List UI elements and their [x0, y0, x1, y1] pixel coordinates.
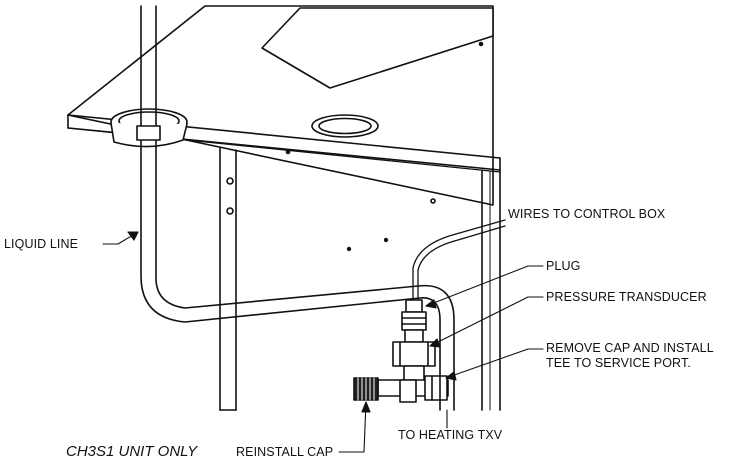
- tee-fitting: [377, 375, 449, 403]
- label-pressure-transducer: PRESSURE TRANSDUCER: [546, 290, 707, 304]
- label-plug: PLUG: [546, 259, 581, 273]
- label-liquid-line: LIQUID LINE: [4, 237, 79, 251]
- label-reinstall-cap: REINSTALL CAP: [236, 445, 334, 459]
- label-wires-to-control-box: WIRES TO CONTROL BOX: [508, 207, 666, 221]
- transducer-assembly: [392, 299, 436, 385]
- unit-top-panel: [67, 5, 501, 206]
- grommets: [110, 108, 379, 148]
- leader-lines: [102, 231, 544, 453]
- figure-caption: CH3S1 UNIT ONLY: [66, 443, 198, 460]
- service-cap: [353, 377, 379, 401]
- wires: [412, 219, 506, 301]
- label-remove-cap-line1: REMOVE CAP AND INSTALL: [546, 341, 714, 355]
- liquid-line-tube: [136, 5, 455, 411]
- label-remove-cap-line2: TEE TO SERVICE PORT.: [546, 356, 691, 370]
- label-to-heating-txv: TO HEATING TXV: [398, 428, 503, 442]
- unit-cabinet: [219, 147, 501, 411]
